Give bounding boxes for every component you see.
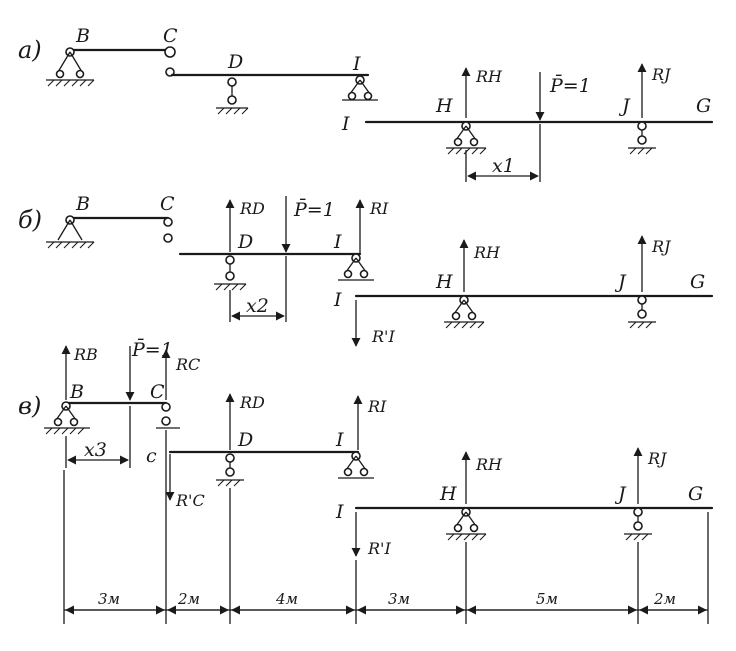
hinge-c-a: [164, 46, 176, 58]
hinge-c-link-b: [163, 233, 173, 243]
span-5: 5м: [536, 590, 558, 608]
node-h-b: H: [435, 271, 453, 293]
reaction-ri-b-label: RI: [369, 199, 389, 218]
support-i-a: [342, 75, 378, 101]
node-d-b: D: [237, 231, 253, 253]
reaction-rcp-v-label: R'C: [175, 491, 205, 510]
node-d-a: D: [227, 51, 243, 73]
reaction-rh-v-label: RH: [475, 455, 503, 474]
node-h-a: H: [435, 95, 453, 117]
support-b-a: [46, 47, 95, 87]
hinge-c-b: [163, 217, 173, 227]
reaction-rc-v-label: RC: [175, 355, 200, 374]
hinge-c-v: [161, 402, 171, 412]
x2-label: x2: [246, 295, 269, 317]
support-h-a: [446, 121, 487, 155]
span-6: 2м: [653, 590, 676, 608]
reaction-rj-b-label: RJ: [651, 237, 672, 256]
support-d-b: [214, 255, 247, 291]
node-g-v: G: [688, 483, 703, 505]
node-i-a-top: I: [352, 53, 361, 75]
part-a-label: a): [18, 36, 42, 64]
reaction-rj-v-label: RJ: [647, 449, 668, 468]
support-i-b: [338, 253, 374, 281]
node-b-v: B: [69, 381, 84, 403]
support-d-a: [216, 77, 249, 115]
reaction-ri-v-label: RI: [367, 397, 387, 416]
node-c-b: C: [160, 193, 175, 215]
node-b-b: B: [75, 193, 90, 215]
load-p-a-label: P̄=1: [549, 74, 591, 97]
support-j-a: [628, 121, 656, 155]
support-b-v: [44, 401, 90, 435]
reaction-rip-v-label: R'I: [367, 539, 391, 558]
support-h-v: [446, 507, 487, 541]
support-j-b: [628, 295, 656, 329]
part-v-label: в): [18, 392, 41, 420]
span-1: 3м: [98, 590, 120, 608]
reaction-rh-b-label: RH: [473, 243, 501, 262]
hinge-c-link-v: [161, 416, 171, 426]
node-b-a: B: [75, 25, 90, 47]
node-g-b: G: [690, 271, 705, 293]
node-c-v-lower: c: [146, 445, 157, 467]
reaction-rd-v-label: RD: [239, 393, 265, 412]
span-4: 3м: [388, 590, 410, 608]
dimension-chain: [63, 430, 709, 624]
support-j-v: [624, 507, 652, 541]
node-j-v: J: [614, 483, 627, 505]
x3-label: x3: [84, 439, 107, 461]
node-h-v: H: [439, 483, 457, 505]
span-2: 2м: [177, 590, 200, 608]
reaction-rj-a-label: RJ: [651, 65, 672, 84]
reaction-rb-v-label: RB: [73, 345, 98, 364]
support-h-b: [444, 295, 485, 329]
node-i-b-top: I: [333, 231, 342, 253]
node-i-a: I: [341, 113, 350, 135]
node-d-v: D: [237, 429, 253, 451]
node-j-a: J: [618, 95, 631, 117]
node-i-b: I: [333, 289, 342, 311]
node-i-v-top: I: [335, 429, 344, 451]
support-i-v: [338, 451, 374, 479]
span-3: 4м: [275, 590, 298, 608]
node-c-a: C: [163, 25, 178, 47]
part-b-label: б): [18, 206, 42, 234]
part-a: a) B C D: [18, 25, 714, 182]
support-b-b: [46, 215, 95, 249]
part-b: б) B C D RD P̄=1: [18, 193, 714, 347]
load-p-b-label: P̄=1: [293, 198, 335, 221]
node-g-a: G: [696, 95, 711, 117]
node-i-v: I: [335, 501, 344, 523]
support-d-v: [216, 453, 244, 487]
reaction-rh-a-label: RH: [475, 67, 503, 86]
x1-label: x1: [492, 155, 515, 177]
node-c-v: C: [150, 381, 165, 403]
reaction-rd-b-label: RD: [239, 199, 265, 218]
part-v: в) B RB P̄=1 C RC x3 c: [18, 338, 714, 624]
reaction-rip-b-label: R'I: [371, 327, 395, 346]
node-j-b: J: [614, 271, 627, 293]
